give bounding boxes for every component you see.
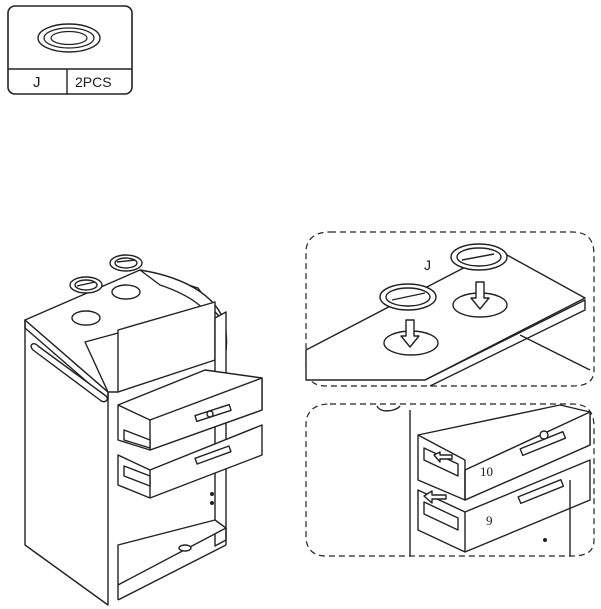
part-letter: J bbox=[33, 74, 41, 91]
part-legend-box: J 2PCS bbox=[7, 5, 133, 95]
detail-panel-bottom bbox=[305, 403, 595, 557]
detail-panel-top bbox=[305, 231, 595, 387]
part-quantity: 2PCS bbox=[75, 74, 112, 90]
drawer-number-lower: 9 bbox=[486, 513, 493, 528]
detail-part-label: J bbox=[424, 257, 431, 273]
grommet-icon bbox=[37, 23, 101, 53]
drawer-number-upper: 10 bbox=[480, 464, 493, 479]
cabinet-drawing bbox=[24, 254, 263, 606]
